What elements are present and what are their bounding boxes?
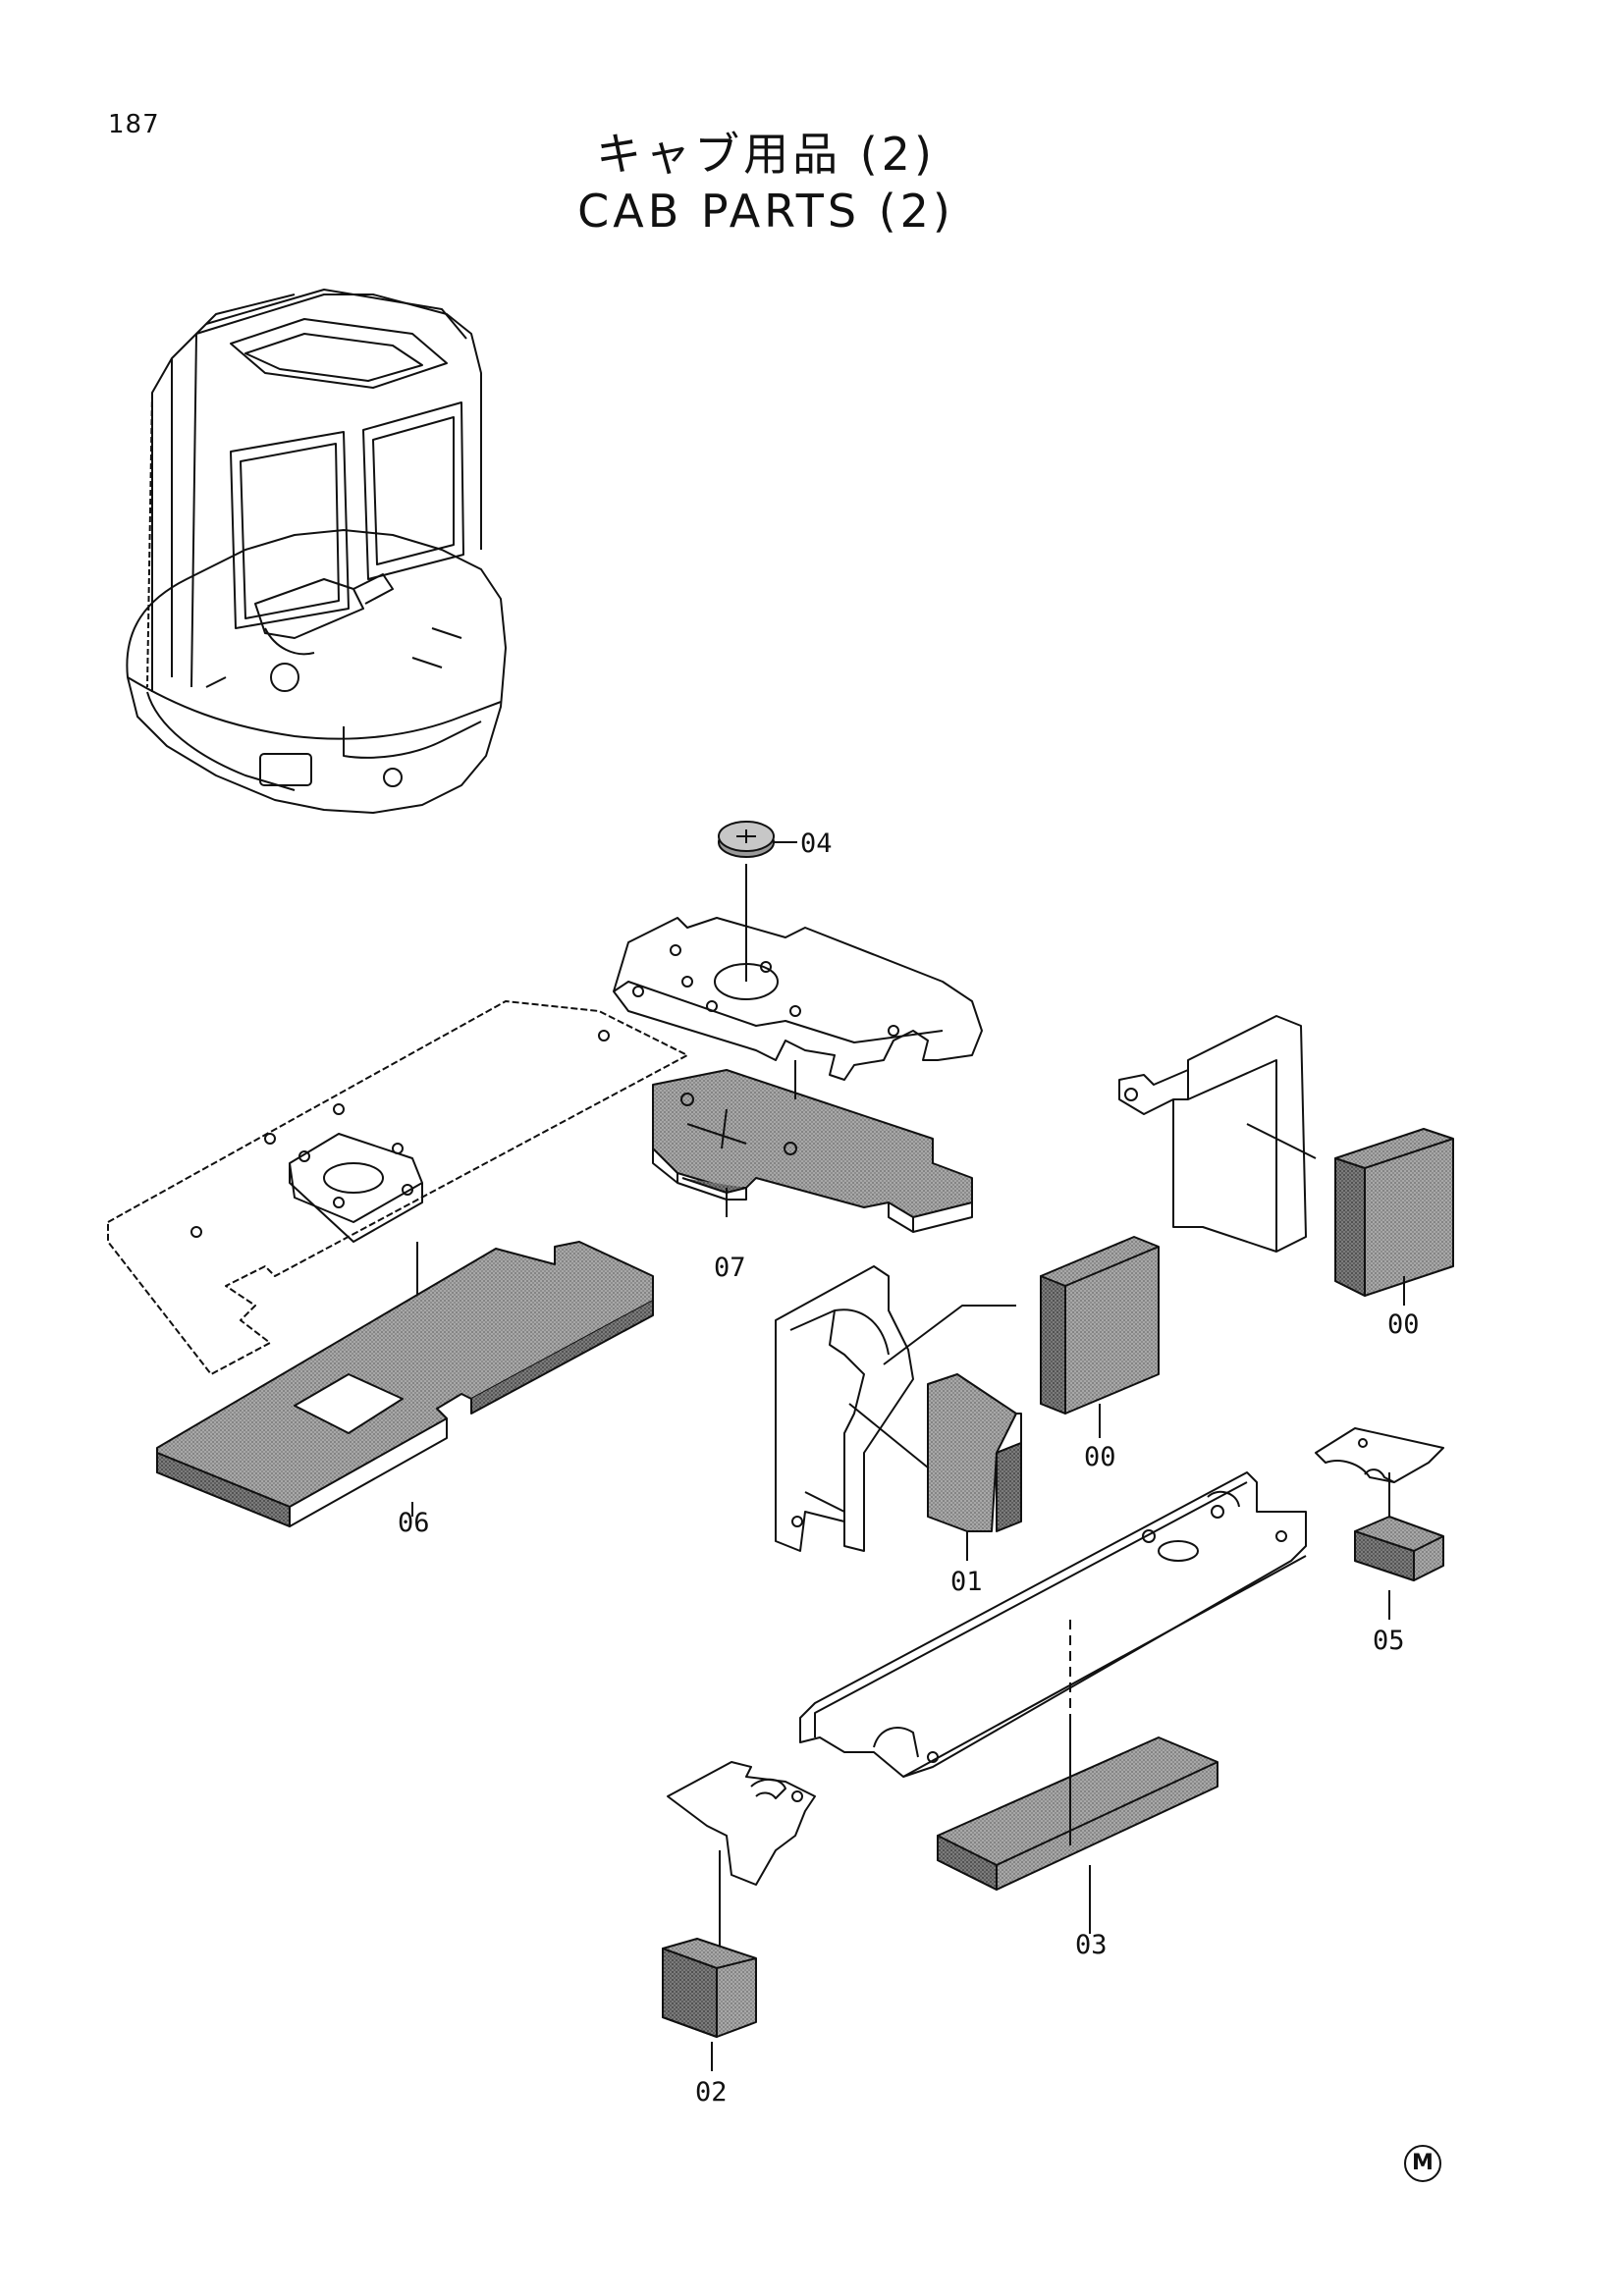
upper-mounting-plate xyxy=(613,917,983,1081)
callout-00-right: 00 xyxy=(1387,1309,1420,1340)
part-07-foam-pad xyxy=(652,1060,973,1233)
part-00-pad-middle xyxy=(1040,1236,1160,1438)
part-00-pad-right xyxy=(1334,1128,1454,1306)
long-rail-bracket xyxy=(799,1471,1307,1778)
title-japanese: キャブ用品 (2) xyxy=(596,128,936,181)
part-01-wedge-pad xyxy=(927,1373,1022,1561)
title-block: キャブ用品 (2) CAB PARTS (2) xyxy=(0,126,1532,240)
part-03-foam-bar xyxy=(937,1723,1218,1934)
callout-03: 03 xyxy=(1075,1930,1108,1960)
part-04-disc xyxy=(718,821,797,982)
callout-05: 05 xyxy=(1373,1626,1405,1656)
callout-00-middle: 00 xyxy=(1084,1442,1116,1472)
callout-02: 02 xyxy=(695,2077,728,2108)
middle-bracket xyxy=(775,1265,1016,1552)
right-bracket xyxy=(1118,1015,1317,1253)
callout-06: 06 xyxy=(398,1508,430,1538)
callout-07: 07 xyxy=(714,1253,746,1283)
callout-01: 01 xyxy=(950,1567,983,1597)
small-bracket-left xyxy=(667,1761,816,1953)
callout-04: 04 xyxy=(800,828,833,859)
title-english: CAB PARTS (2) xyxy=(577,185,954,238)
footer-circled-mark: M xyxy=(1404,2145,1441,2182)
small-bracket-right xyxy=(1315,1427,1444,1526)
cab-overview-illustration xyxy=(126,289,507,814)
part-02-foam-block xyxy=(662,1938,757,2071)
page-number: 187 xyxy=(108,110,160,139)
part-05-foam-block xyxy=(1354,1516,1444,1620)
part-06-foam-mat xyxy=(156,1241,654,1527)
